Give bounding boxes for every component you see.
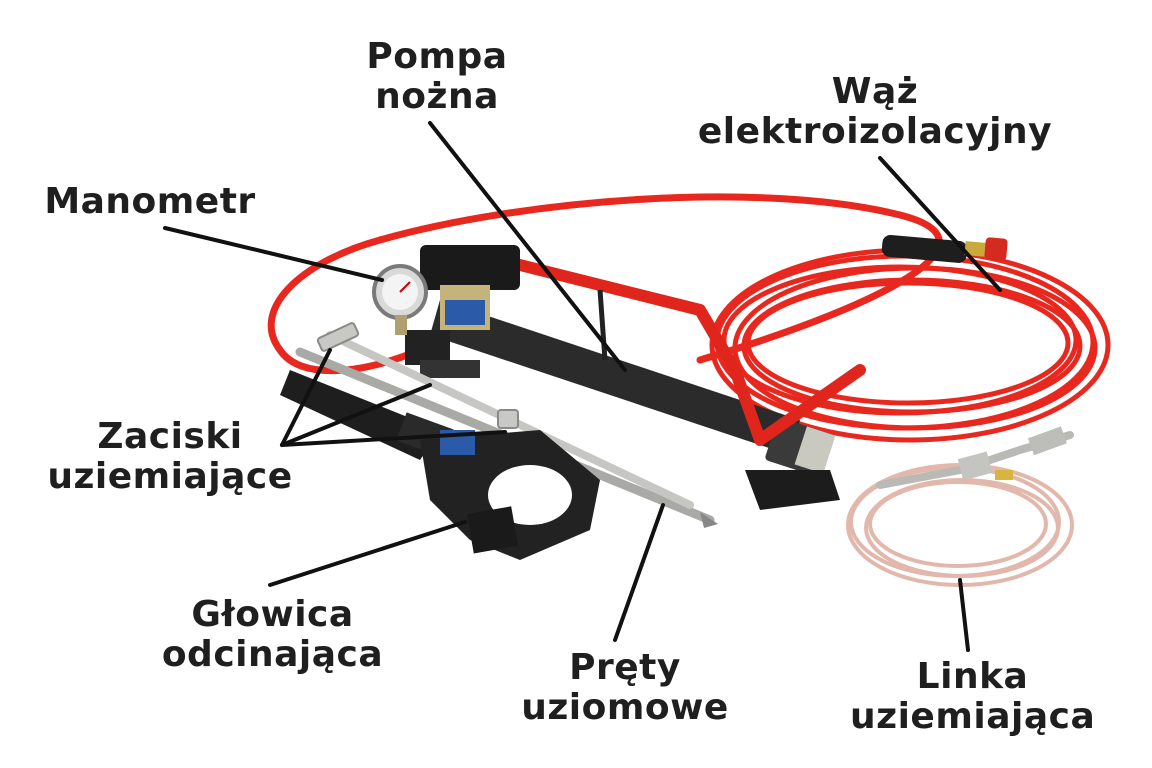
label-linka-line2: uziemiająca [850,696,1096,737]
leader-prety [613,503,665,642]
leader-linka [958,578,970,652]
label-prety-line2: uziomowe [521,687,729,728]
label-zaciski-line1: Zaciski [97,416,243,457]
leader-waz [878,156,1002,292]
label-waz-line2: elektroizolacyjny [697,111,1053,152]
label-glowica: Głowica odcinająca [160,595,385,675]
leader-lines [163,121,1002,652]
label-prety: Pręty uziomowe [520,648,730,728]
foot-pump [405,245,866,510]
label-waz-line1: Wąż [831,71,919,112]
hose-fitting [881,234,1008,263]
leader-zaciski-1 [280,348,332,447]
label-prety-line1: Pręty [569,647,681,688]
leader-zaciski-3 [280,430,507,447]
leader-pompa [428,121,627,372]
label-glowica-line1: Głowica [191,594,354,635]
label-pompa-line2: nożna [375,76,499,117]
label-zaciski-line2: uziemiające [47,456,293,497]
leader-glowica [268,520,467,587]
label-pompa-line1: Pompa [366,36,508,77]
leader-manometr [163,226,384,282]
label-linka: Linka uziemiająca [850,657,1095,737]
manometer [372,264,428,335]
label-pompa-nozna: Pompa nożna [352,37,522,117]
label-waz: Wąż elektroizolacyjny [690,72,1060,152]
grounding-cable-clamp [876,426,1074,489]
label-manometr-line1: Manometr [44,181,256,222]
grounding-clamps [316,322,519,429]
label-linka-line1: Linka [916,656,1029,697]
label-manometr: Manometr [40,182,260,222]
label-glowica-line2: odcinająca [161,634,384,675]
leader-zaciski-2 [280,383,432,447]
label-zaciski: Zaciski uziemiające [40,417,300,497]
